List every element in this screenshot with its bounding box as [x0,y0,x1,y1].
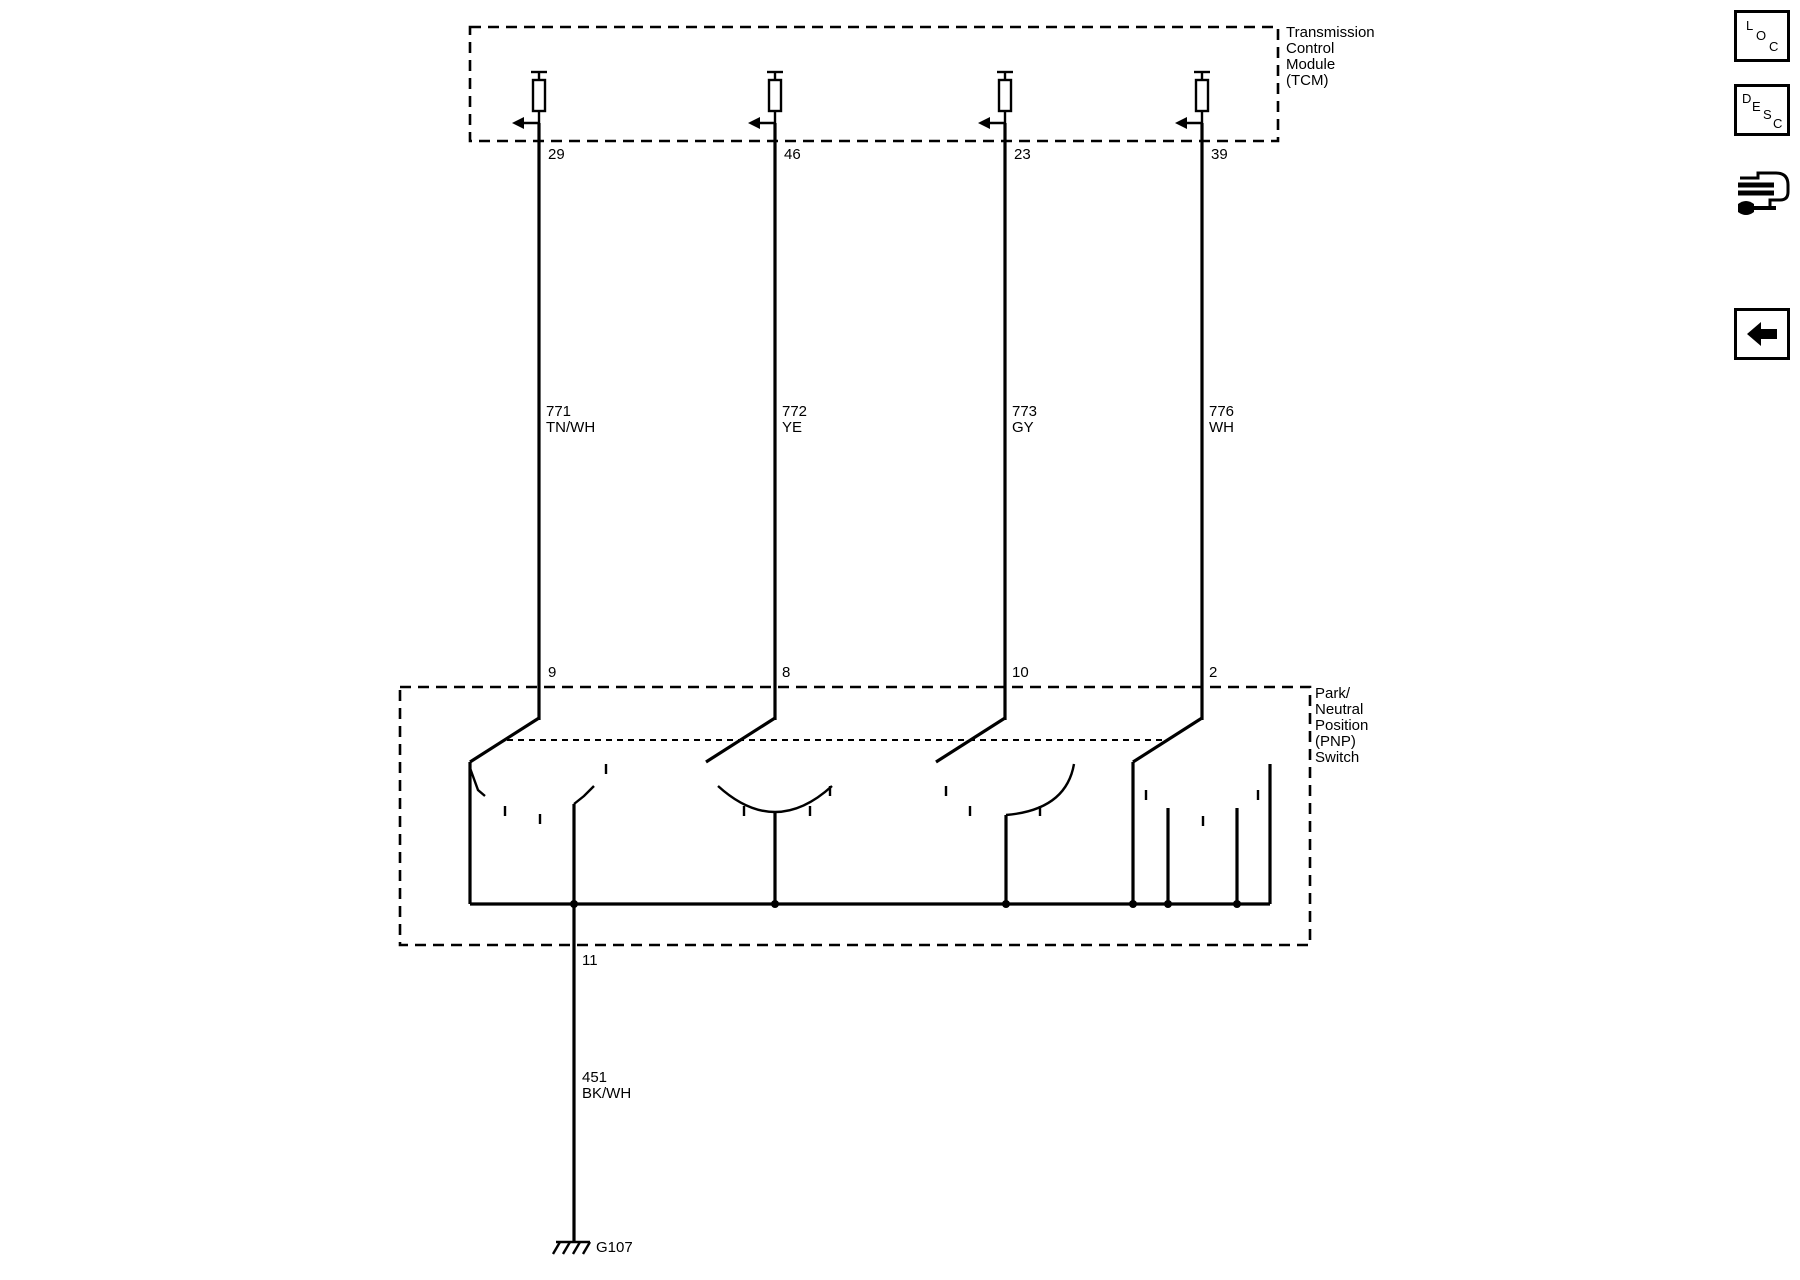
desc-letter-d: D [1742,91,1752,106]
tcm-input-circuits [512,70,1210,129]
svg-text:(TCM): (TCM) [1286,72,1328,89]
svg-text:Control: Control [1286,40,1334,57]
circuit-number-776: 776 [1209,403,1234,420]
circuit-number-771: 771 [546,403,571,420]
back-button[interactable] [1734,308,1790,360]
pnp-switch-label: Park/ Neutral Position (PNP) Switch [1315,685,1368,766]
connector-end-view-icon[interactable] [1736,154,1792,220]
tcm-pin-39: 39 [1211,146,1228,163]
tcm-module-boundary [468,25,1280,143]
pnp-pin-labels: 9 8 10 2 11 [548,664,1217,969]
pnp-switch-boundary [398,685,1312,947]
switch-section-circuit-776 [1131,762,1272,904]
ground-symbol-icon [551,1240,592,1255]
svg-text:Position: Position [1315,717,1368,734]
pnp-pin-10: 10 [1012,664,1029,681]
switch-section-circuit-772 [717,785,833,904]
svg-text:(PNP): (PNP) [1315,733,1356,750]
switch-section-circuit-771 [468,764,608,904]
tcm-module-label: Transmission Control Module (TCM) [1286,24,1375,89]
tcm-pin-23: 23 [1014,146,1031,163]
tcm-resistor-circuit-771 [512,70,547,129]
pnp-pin-2: 2 [1209,664,1217,681]
circuit-labels: 771 TN/WH 772 YE 773 GY 776 WH [546,403,1234,436]
svg-text:Park/: Park/ [1315,685,1351,702]
switch-section-circuit-773 [944,763,1076,904]
tcm-pin-46: 46 [784,146,801,163]
circuit-color-451: BK/WH [582,1085,631,1102]
pnp-pin-8: 8 [782,664,790,681]
switch-common-bus [468,762,1270,908]
tcm-resistor-circuit-776 [1175,70,1210,129]
loc-letter-l: L [1746,18,1754,33]
svg-text:Switch: Switch [1315,749,1359,766]
loc-letter-o: O [1756,28,1767,43]
svg-text:Transmission: Transmission [1286,24,1375,41]
desc-letter-s: S [1763,107,1772,122]
desc-letter-e: E [1752,99,1761,114]
tcm-resistor-circuit-772 [748,70,783,129]
tcm-resistor-circuit-773 [978,70,1013,129]
loc-letter-c: C [1769,39,1779,54]
circuit-color-771: TN/WH [546,419,595,436]
circuit-number-772: 772 [782,403,807,420]
back-arrow-icon [1747,322,1777,346]
svg-text:Module: Module [1286,56,1335,73]
pnp-pin-9: 9 [548,664,556,681]
desc-letter-c: C [1773,116,1783,131]
pnp-pin-11: 11 [582,952,598,969]
ground-label: G107 [596,1239,633,1256]
location-button[interactable]: L O C [1734,10,1790,62]
svg-text:Neutral: Neutral [1315,701,1363,718]
circuit-color-773: GY [1012,419,1034,436]
circuit-color-776: WH [1209,419,1234,436]
signal-wires [537,123,1204,720]
tcm-pin-labels: 29 46 23 39 [548,146,1228,163]
tcm-pin-29: 29 [548,146,565,163]
circuit-number-451: 451 [582,1069,607,1086]
circuit-number-773: 773 [1012,403,1037,420]
circuit-color-772: YE [782,419,802,436]
description-button[interactable]: D E S C [1734,84,1790,136]
